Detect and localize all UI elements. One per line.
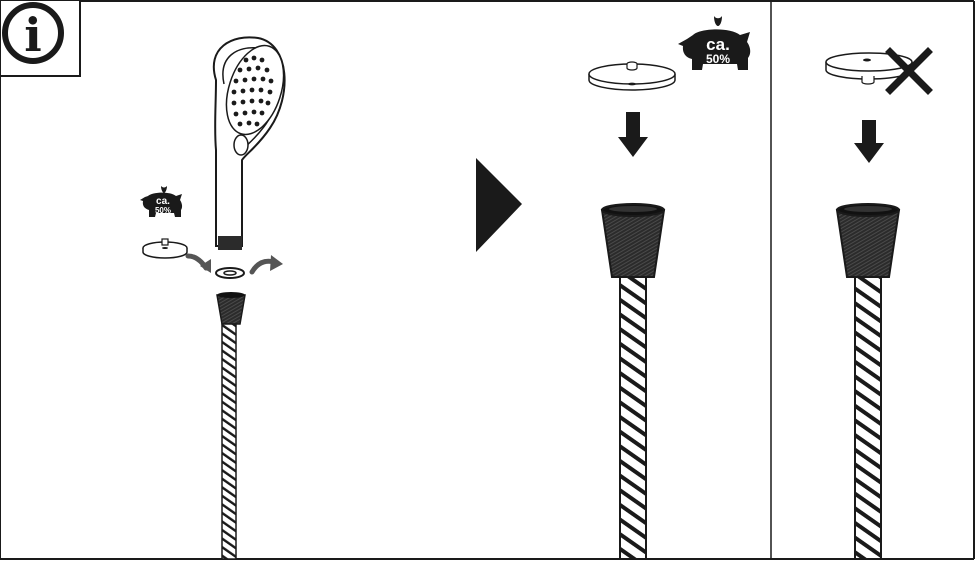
flow-restrictor-disk-wrong: [825, 52, 913, 85]
next-step-arrow-icon: [476, 158, 522, 252]
correct-panel: ca. 50%: [588, 16, 751, 560]
wrong-cross-icon: [885, 47, 933, 95]
savings-badge-small: ca. 50%: [140, 186, 183, 217]
flow-restrictor-disk: [588, 61, 676, 91]
flow-restrictor-small: [142, 238, 188, 259]
info-icon-glyph: i: [24, 8, 41, 62]
shower-head: [213, 36, 286, 250]
hose-nut-large-2: [835, 203, 901, 278]
down-arrow-icon: [618, 112, 648, 157]
savings-badge-large: ca. 50%: [678, 16, 751, 70]
incorrect-panel: [825, 47, 933, 560]
shower-hose-large-2: [854, 276, 882, 560]
info-icon: i: [0, 0, 81, 77]
savings-badge-small-line2: 50%: [155, 206, 171, 215]
shower-hose-small: [221, 323, 237, 560]
hose-nut-large: [600, 203, 666, 278]
overview-panel: ca. 50%: [140, 36, 286, 560]
down-arrow-icon-2: [854, 120, 884, 163]
savings-badge-large-line1: ca.: [706, 35, 730, 54]
savings-badge-large-line2: 50%: [706, 52, 730, 66]
remove-arrow-icon: [185, 253, 211, 273]
insert-arrow-icon: [249, 255, 283, 275]
savings-badge-small-line1: ca.: [156, 196, 170, 207]
washer: [215, 267, 245, 279]
hose-nut-small: [216, 292, 246, 325]
shower-hose-large: [619, 276, 647, 560]
